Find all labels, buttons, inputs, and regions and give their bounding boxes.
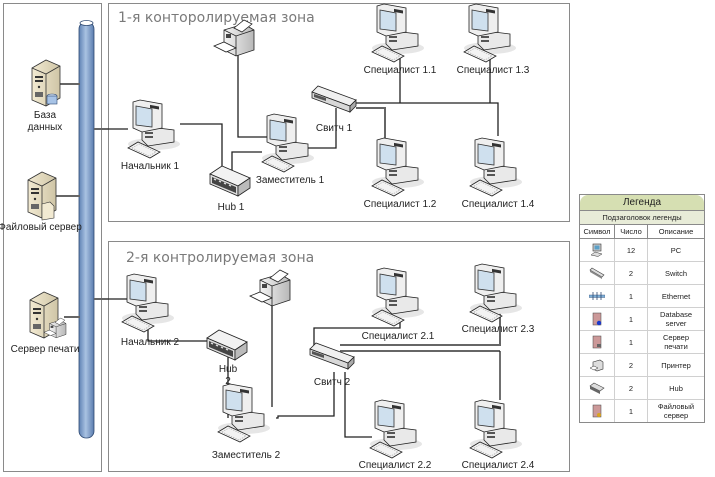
pc-nachalnik-2[interactable] xyxy=(121,273,175,333)
pc-icon xyxy=(590,243,603,257)
zone-2-title: 2-я контролируемая зона xyxy=(126,250,314,266)
file-server-label: Файловый сервер xyxy=(0,222,82,233)
legend-count: 12 xyxy=(614,238,648,262)
hub-2[interactable] xyxy=(206,329,248,361)
legend-table: Символ Число Описание 12 PC 2 Switch 1 E… xyxy=(580,225,704,422)
file-server[interactable] xyxy=(27,171,57,221)
pc-specialist-1-3[interactable] xyxy=(463,3,517,63)
legend-desc: Hub xyxy=(647,376,704,400)
pc-specialist-1-1[interactable] xyxy=(371,3,425,63)
database-server[interactable] xyxy=(31,59,61,107)
print-server-label: Сервер печати xyxy=(11,344,80,355)
zone-1-title: 1-я контоpолиpуемая зона xyxy=(118,10,315,26)
pc-zamestitel-2-label: Заместитель 2 xyxy=(212,450,281,461)
pc-specialist-1-3-label: Специалист 1.3 xyxy=(457,65,530,76)
legend: Легенда Подзаголовок легенды Символ Числ… xyxy=(579,194,705,423)
legend-row: 1 Ethernet xyxy=(580,284,704,308)
switch-1-label: Свитч 1 xyxy=(316,123,353,134)
pc-specialist-2-4-label: Специалист 2.4 xyxy=(462,460,535,471)
legend-row: 2 Hub xyxy=(580,376,704,400)
pc-specialist-2-2-label: Специалист 2.2 xyxy=(359,460,432,471)
pc-nachalnik-2-label: Начальник 2 xyxy=(121,337,180,348)
legend-desc: Принтер xyxy=(647,353,704,377)
printer-icon xyxy=(589,359,604,372)
pc-nachalnik-1-label: Начальник 1 xyxy=(121,161,180,172)
ethernet-icon xyxy=(589,292,605,300)
zone-1-box xyxy=(108,3,570,222)
pc-specialist-1-4-label: Специалист 1.4 xyxy=(462,199,535,210)
hub-1[interactable] xyxy=(209,165,251,197)
database-server-label-2: данных xyxy=(28,122,63,133)
pc-specialist-2-1[interactable] xyxy=(371,267,425,327)
legend-col-count: Число xyxy=(614,225,648,239)
print-server-icon xyxy=(592,335,602,349)
file-server-icon xyxy=(592,404,602,418)
pc-zamestitel-1[interactable] xyxy=(261,113,315,173)
legend-col-description: Описание xyxy=(647,225,704,239)
legend-count: 1 xyxy=(614,330,648,354)
pc-specialist-1-2-label: Специалист 1.2 xyxy=(364,199,437,210)
pc-zamestitel-1-label: Заместитель 1 xyxy=(256,175,325,186)
hub-1-label: Hub 1 xyxy=(218,202,245,213)
pc-zamestitel-2[interactable] xyxy=(217,383,271,443)
pc-specialist-2-3[interactable] xyxy=(469,263,523,323)
legend-count: 1 xyxy=(614,307,648,331)
legend-count: 1 xyxy=(614,284,648,308)
pc-nachalnik-1[interactable] xyxy=(127,99,181,159)
switch-icon xyxy=(589,267,605,279)
print-server[interactable] xyxy=(29,291,67,339)
pc-specialist-1-4[interactable] xyxy=(469,137,523,197)
legend-count: 1 xyxy=(614,399,648,422)
database-server-label: База xyxy=(34,110,57,121)
pc-specialist-1-2[interactable] xyxy=(371,137,425,197)
legend-count: 2 xyxy=(614,353,648,377)
legend-row: 2 Switch xyxy=(580,261,704,285)
legend-subtitle: Подзаголовок легенды xyxy=(580,211,704,225)
legend-row: 2 Принтер xyxy=(580,353,704,377)
database-server-icon xyxy=(592,312,602,326)
legend-desc: Switch xyxy=(647,261,704,285)
ethernet-backbone xyxy=(78,20,95,439)
legend-title: Легенда xyxy=(580,195,704,211)
pc-specialist-2-3-label: Специалист 2.3 xyxy=(462,324,535,335)
zone-2-box xyxy=(108,241,570,472)
legend-count: 2 xyxy=(614,376,648,400)
printer-zone-2[interactable] xyxy=(249,269,291,307)
switch-2-label: Свитч 2 xyxy=(314,377,351,388)
hub-2-label: Hub xyxy=(219,364,238,375)
legend-desc: PC xyxy=(647,238,704,262)
hub-icon xyxy=(589,382,605,394)
pc-specialist-2-1-label: Специалист 2.1 xyxy=(362,331,435,342)
server-panel xyxy=(3,3,102,472)
legend-desc: Ethernet xyxy=(647,284,704,308)
legend-row: 12 PC xyxy=(580,238,704,262)
legend-count: 2 xyxy=(614,261,648,285)
switch-2[interactable] xyxy=(309,342,355,370)
legend-col-symbol: Символ xyxy=(580,225,615,239)
pc-specialist-2-4[interactable] xyxy=(469,399,523,459)
pc-specialist-1-1-label: Специалист 1.1 xyxy=(364,65,437,76)
hub-2-label-2: 2 xyxy=(225,376,231,387)
pc-specialist-2-2[interactable] xyxy=(369,399,423,459)
switch-1[interactable] xyxy=(311,85,357,113)
